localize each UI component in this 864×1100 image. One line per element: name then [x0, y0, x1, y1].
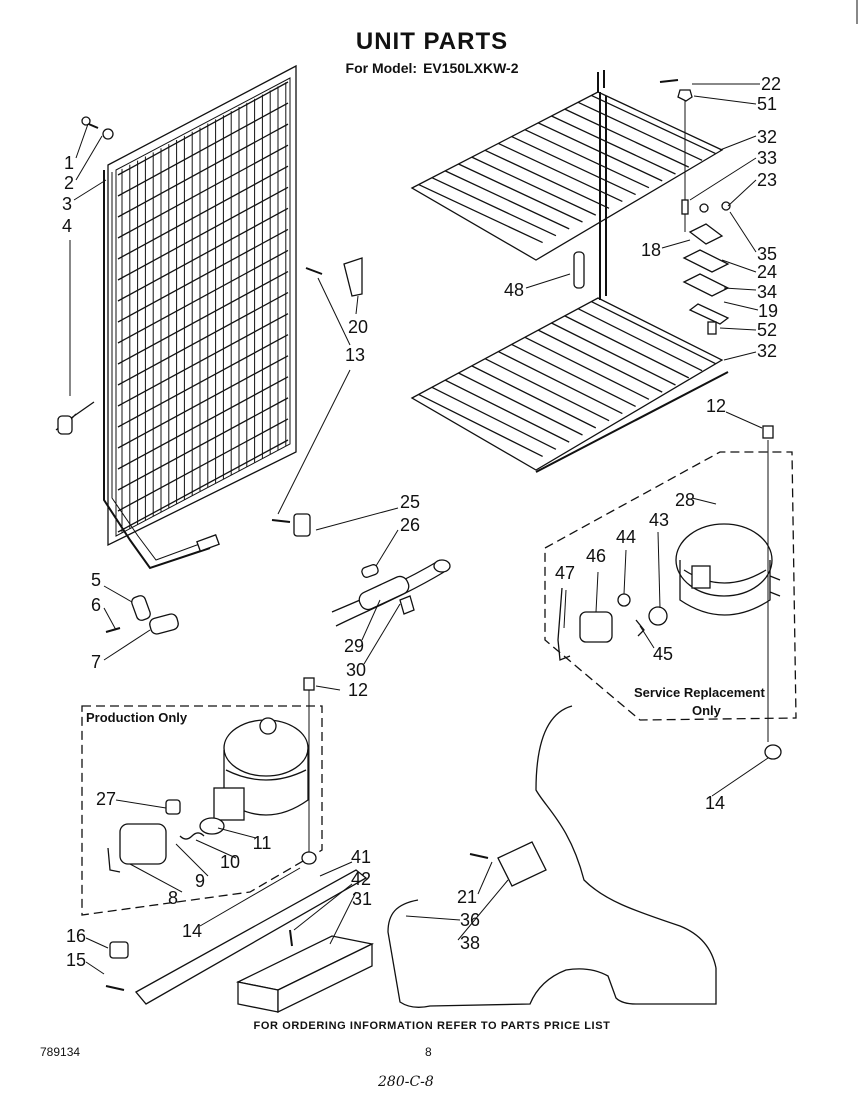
ordering-information-note: FOR ORDERING INFORMATION REFER TO PARTS … [253, 1020, 611, 1032]
service-compressor [675, 523, 781, 616]
production-starter-parts [107, 799, 225, 873]
callout-16: 16 [65, 926, 87, 946]
callout-25: 25 [399, 492, 421, 512]
callout-38: 38 [459, 933, 481, 953]
base-rail-41 [105, 869, 368, 1005]
callout-47: 47 [554, 563, 576, 583]
callout-28: 28 [674, 490, 696, 510]
leader-lines [69, 83, 769, 975]
callout-6: 6 [90, 595, 102, 615]
document-number: 789134 [40, 1045, 81, 1059]
condenser-coil [103, 64, 297, 570]
drier-group [271, 513, 451, 627]
callout-12-lower: 12 [347, 680, 369, 700]
callout-43: 43 [648, 510, 670, 530]
callout-5: 5 [90, 570, 102, 590]
callout-36: 36 [459, 910, 481, 930]
callout-27: 27 [95, 789, 117, 809]
callout-7: 7 [90, 652, 102, 672]
callout-14-left: 14 [181, 921, 203, 941]
callout-21: 21 [456, 887, 478, 907]
drain-tube-36 [387, 705, 717, 1008]
callout-51: 51 [756, 94, 778, 114]
callout-15: 15 [65, 950, 87, 970]
callout-31: 31 [351, 889, 373, 909]
page-number: 8 [425, 1045, 432, 1059]
fitting-group-5-7 [105, 595, 179, 635]
callout-23: 23 [756, 170, 778, 190]
valve-4 [55, 401, 95, 435]
production-only-label: Production Only [86, 710, 188, 725]
callout-2: 2 [63, 173, 75, 193]
screw-1-washer-2 [81, 116, 114, 140]
callout-12-upper: 12 [705, 396, 727, 416]
callout-18: 18 [640, 240, 662, 260]
callout-42: 42 [350, 869, 372, 889]
model-prefix: For Model: [345, 60, 418, 76]
callout-20: 20 [347, 317, 369, 337]
bracket-20 [305, 257, 363, 297]
callout-32-upper: 32 [756, 127, 778, 147]
terminal-block-38 [469, 841, 547, 887]
callout-1: 1 [63, 153, 75, 173]
service-starter-parts [557, 587, 668, 661]
callout-22: 22 [760, 74, 782, 94]
model-line: For Model: EV150LXKW-2 [0, 60, 864, 76]
callout-35: 35 [756, 244, 778, 264]
callout-14-right: 14 [704, 793, 726, 813]
callout-29: 29 [343, 636, 365, 656]
callout-41: 41 [350, 847, 372, 867]
callout-10: 10 [219, 852, 241, 872]
callout-44: 44 [615, 527, 637, 547]
production-compressor [213, 717, 309, 821]
callout-9: 9 [194, 871, 206, 891]
callout-8: 8 [167, 888, 179, 908]
callout-11: 11 [252, 833, 272, 853]
callout-45: 45 [652, 644, 674, 664]
evaporator-lower [410, 92, 729, 473]
callout-32-lower: 32 [756, 341, 778, 361]
production-only-outline [81, 705, 323, 916]
page-title: UNIT PARTS [355, 28, 509, 55]
model-number: EV150LXKW-2 [423, 60, 519, 76]
callout-3: 3 [61, 194, 73, 214]
callout-34: 34 [756, 282, 778, 302]
service-only-label: Only [692, 703, 721, 718]
evaporator-upper [410, 70, 724, 261]
service-replacement-label: Service Replacement [634, 685, 765, 700]
callout-33: 33 [756, 148, 778, 168]
compressor-mount-31 [235, 929, 375, 1014]
clip-16 [109, 941, 129, 959]
callout-24: 24 [756, 262, 778, 282]
evaporator-hardware [573, 79, 731, 335]
callout-4: 4 [61, 216, 73, 236]
callout-52: 52 [756, 320, 778, 340]
handwritten-note: 280-C-8 [378, 1074, 434, 1090]
callout-46: 46 [585, 546, 607, 566]
callout-13: 13 [344, 345, 366, 365]
service-replacement-outline [544, 451, 797, 721]
callout-48: 48 [503, 280, 525, 300]
callout-30: 30 [345, 660, 367, 680]
callout-26: 26 [399, 515, 421, 535]
callout-19: 19 [757, 301, 779, 321]
